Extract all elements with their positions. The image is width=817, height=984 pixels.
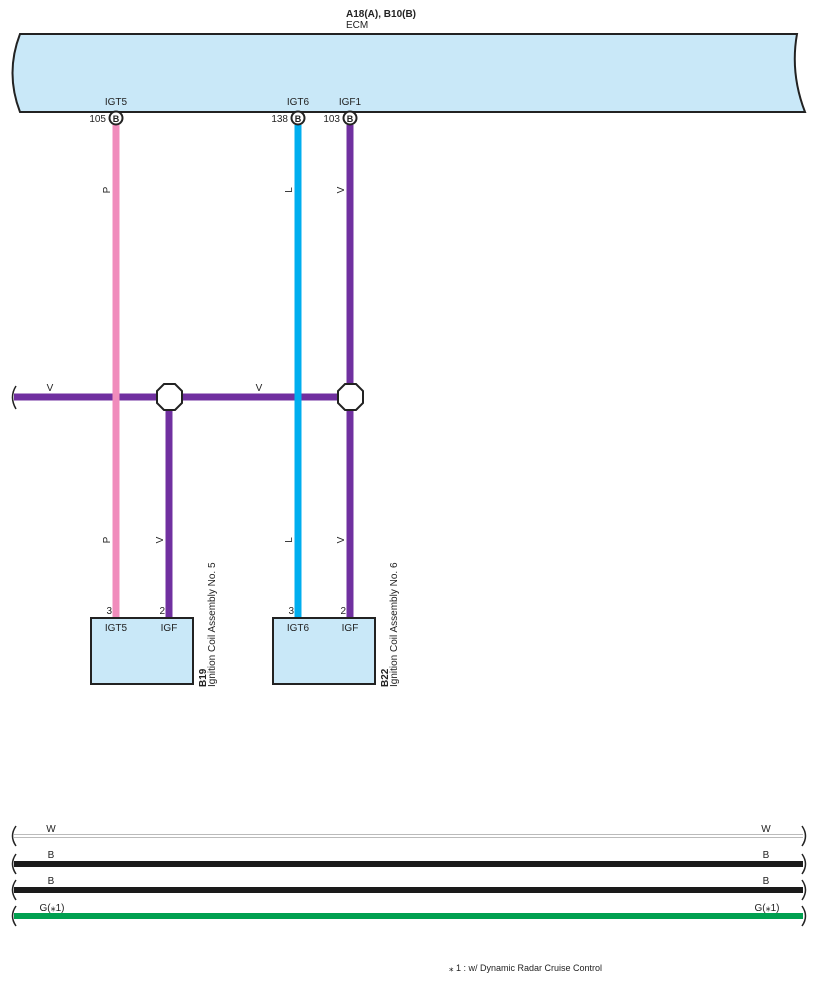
ecm-pin-number-103: 103 <box>323 114 340 125</box>
legend-wire-b-2: B B <box>14 876 803 893</box>
ecm-terminal-igt5: B <box>108 110 124 126</box>
svg-text:G(⁎1): G(⁎1) <box>40 903 65 914</box>
wire-color-igt5-lower: P <box>102 536 113 543</box>
ecm-block <box>11 33 807 113</box>
legend-wire-g: G(⁎1) G(⁎1) <box>14 903 803 919</box>
wire-color-igt6-lower: L <box>284 537 295 543</box>
svg-text:B: B <box>347 114 354 124</box>
svg-text:W: W <box>46 824 56 835</box>
svg-text:B: B <box>295 114 302 124</box>
ecm-connector-label: A18(A), B10(B) <box>346 9 416 20</box>
wire-color-igf1-upper: V <box>336 186 347 193</box>
legend-wire-w: W W <box>14 824 803 838</box>
legend-wire-b-1: B B <box>14 850 803 867</box>
legend-left-breaks <box>11 825 17 927</box>
svg-text:W: W <box>761 824 771 835</box>
svg-text:B: B <box>48 850 55 861</box>
svg-text:B: B <box>763 876 770 887</box>
component-b22-box <box>272 617 376 685</box>
component-b22-code: B22 <box>380 668 391 687</box>
legend-right-breaks <box>801 825 807 927</box>
b22-pin-number-2: 2 <box>340 606 346 617</box>
wire-color-coil6-igf: V <box>336 536 347 543</box>
wire-color-coil5-igf: V <box>155 536 166 543</box>
ecm-pin-signal-igt5: IGT5 <box>105 97 128 108</box>
b22-pin-signal-igf: IGF <box>342 623 359 634</box>
wire-color-bus-mid: V <box>256 383 263 394</box>
bus-left-break <box>11 385 17 410</box>
svg-text:B: B <box>763 850 770 861</box>
ecm-pin-number-105: 105 <box>89 114 106 125</box>
ecm-name-label: ECM <box>346 20 368 31</box>
svg-text:G(⁎1): G(⁎1) <box>755 903 780 914</box>
b19-pin-signal-igf: IGF <box>161 623 178 634</box>
ecm-terminal-igt6: B <box>290 110 306 126</box>
wire-color-igt6-upper: L <box>284 187 295 193</box>
b22-pin-number-3: 3 <box>288 606 294 617</box>
svg-text:B: B <box>113 114 120 124</box>
junction-coil5 <box>156 383 183 411</box>
ecm-pin-signal-igt6: IGT6 <box>287 97 310 108</box>
component-b19-code: B19 <box>198 668 209 687</box>
component-b19-box <box>90 617 194 685</box>
ecm-pin-signal-igf1: IGF1 <box>339 97 362 108</box>
footnote: ⁎ 1 : w/ Dynamic Radar Cruise Control <box>449 963 602 973</box>
wire-color-igt5-upper: P <box>102 186 113 193</box>
component-b19-name: Ignition Coil Assembly No. 5 <box>207 562 218 687</box>
b19-pin-signal-igt5: IGT5 <box>105 623 128 634</box>
b22-pin-signal-igt6: IGT6 <box>287 623 310 634</box>
ecm-terminal-igf1: B <box>342 110 358 126</box>
svg-text:B: B <box>48 876 55 887</box>
b19-pin-number-2: 2 <box>159 606 165 617</box>
b19-pin-number-3: 3 <box>106 606 112 617</box>
wire-color-bus-left: V <box>47 383 54 394</box>
component-b22-name: Ignition Coil Assembly No. 6 <box>389 562 400 687</box>
ecm-pin-number-138: 138 <box>271 114 288 125</box>
junction-coil6 <box>337 383 364 411</box>
